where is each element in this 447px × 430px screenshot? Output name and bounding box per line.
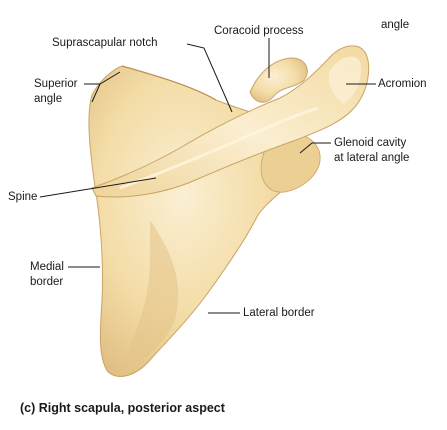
label-medial-border-line1: Medial	[30, 261, 64, 273]
label-superior-angle-line1: Superior	[34, 78, 78, 90]
coracoid-process	[249, 57, 308, 103]
label-suprascapular-notch: Suprascapular notch	[52, 37, 158, 49]
leader-spine	[39, 177, 157, 198]
leader-suprascapular-notch	[186, 43, 233, 113]
figure-caption: (c) Right scapula, posterior aspect	[20, 401, 225, 415]
label-spine: Spine	[8, 191, 38, 203]
leader-glenoid-cavity	[299, 142, 331, 154]
acromion-highlight	[328, 56, 362, 104]
blade-shading	[118, 220, 179, 370]
spine-of-scapula	[91, 45, 370, 198]
leader-superior-angle-tick	[91, 83, 101, 103]
label-glenoid-cavity-line2: at lateral angle	[334, 152, 410, 164]
label-angle: angle	[381, 19, 410, 31]
label-superior-angle-line2: angle	[34, 93, 63, 105]
spine-ridge-highlight	[119, 106, 319, 190]
label-medial-border-line2: border	[30, 276, 64, 288]
leader-lines	[39, 38, 376, 314]
superior-border-edge	[121, 65, 217, 101]
label-coracoid-process: Coracoid process	[214, 25, 304, 37]
label-lateral-border: Lateral border	[243, 307, 315, 319]
label-glenoid-cavity-line1: Glenoid cavity	[334, 137, 407, 149]
label-acromion: Acromion	[378, 78, 427, 90]
